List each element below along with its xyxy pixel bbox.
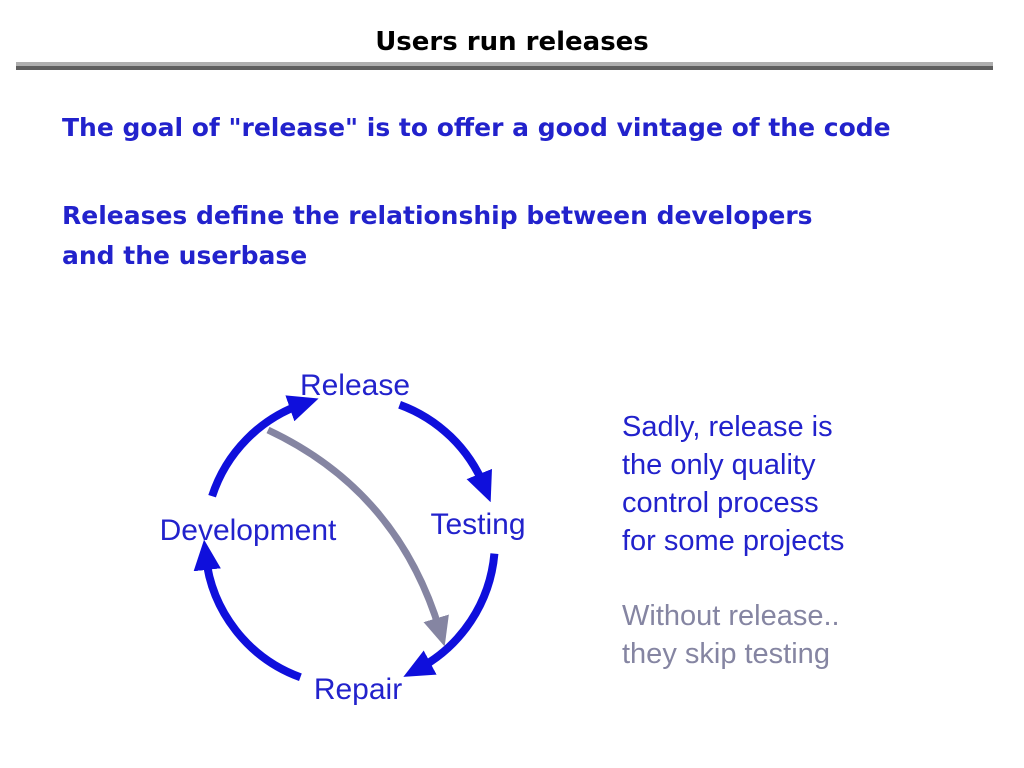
release-cycle-diagram: Release Testing Development Repair [160,369,526,706]
title-underline-rule [16,62,993,70]
quality-note-line-3: control process [622,487,819,519]
node-testing: Testing [430,508,525,541]
arrow-testing-to-repair [403,553,499,677]
slide-title: Users run releases [375,27,649,57]
arrow-development-to-release [208,395,319,498]
quality-note-line-4: for some projects [622,525,845,557]
relationship-line-1: Releases define the relationship between… [62,201,813,230]
quality-note-line-1: Sadly, release is [622,411,833,443]
skip-testing-note: Without release.. they skip testing [622,597,840,673]
rule-dark-bar [16,66,993,70]
intro-paragraph: The goal of "release" is to offer a good… [62,113,891,142]
arrow-release-to-testing [398,400,492,503]
arrow-shortcut-release-to-repair [266,426,449,647]
relationship-paragraph: Releases define the relationship between… [62,196,813,276]
skip-note-line-1: Without release.. [622,600,840,632]
rule-light-bar [16,62,993,66]
arrow-repair-to-development [193,539,302,682]
node-development: Development [160,514,337,547]
skip-note-line-2: they skip testing [622,638,830,670]
node-repair: Repair [314,673,402,706]
node-release: Release [300,369,410,402]
relationship-line-2: and the userbase [62,241,308,270]
quality-note-line-2: the only quality [622,449,816,481]
quality-note: Sadly, release is the only quality contr… [622,408,844,560]
